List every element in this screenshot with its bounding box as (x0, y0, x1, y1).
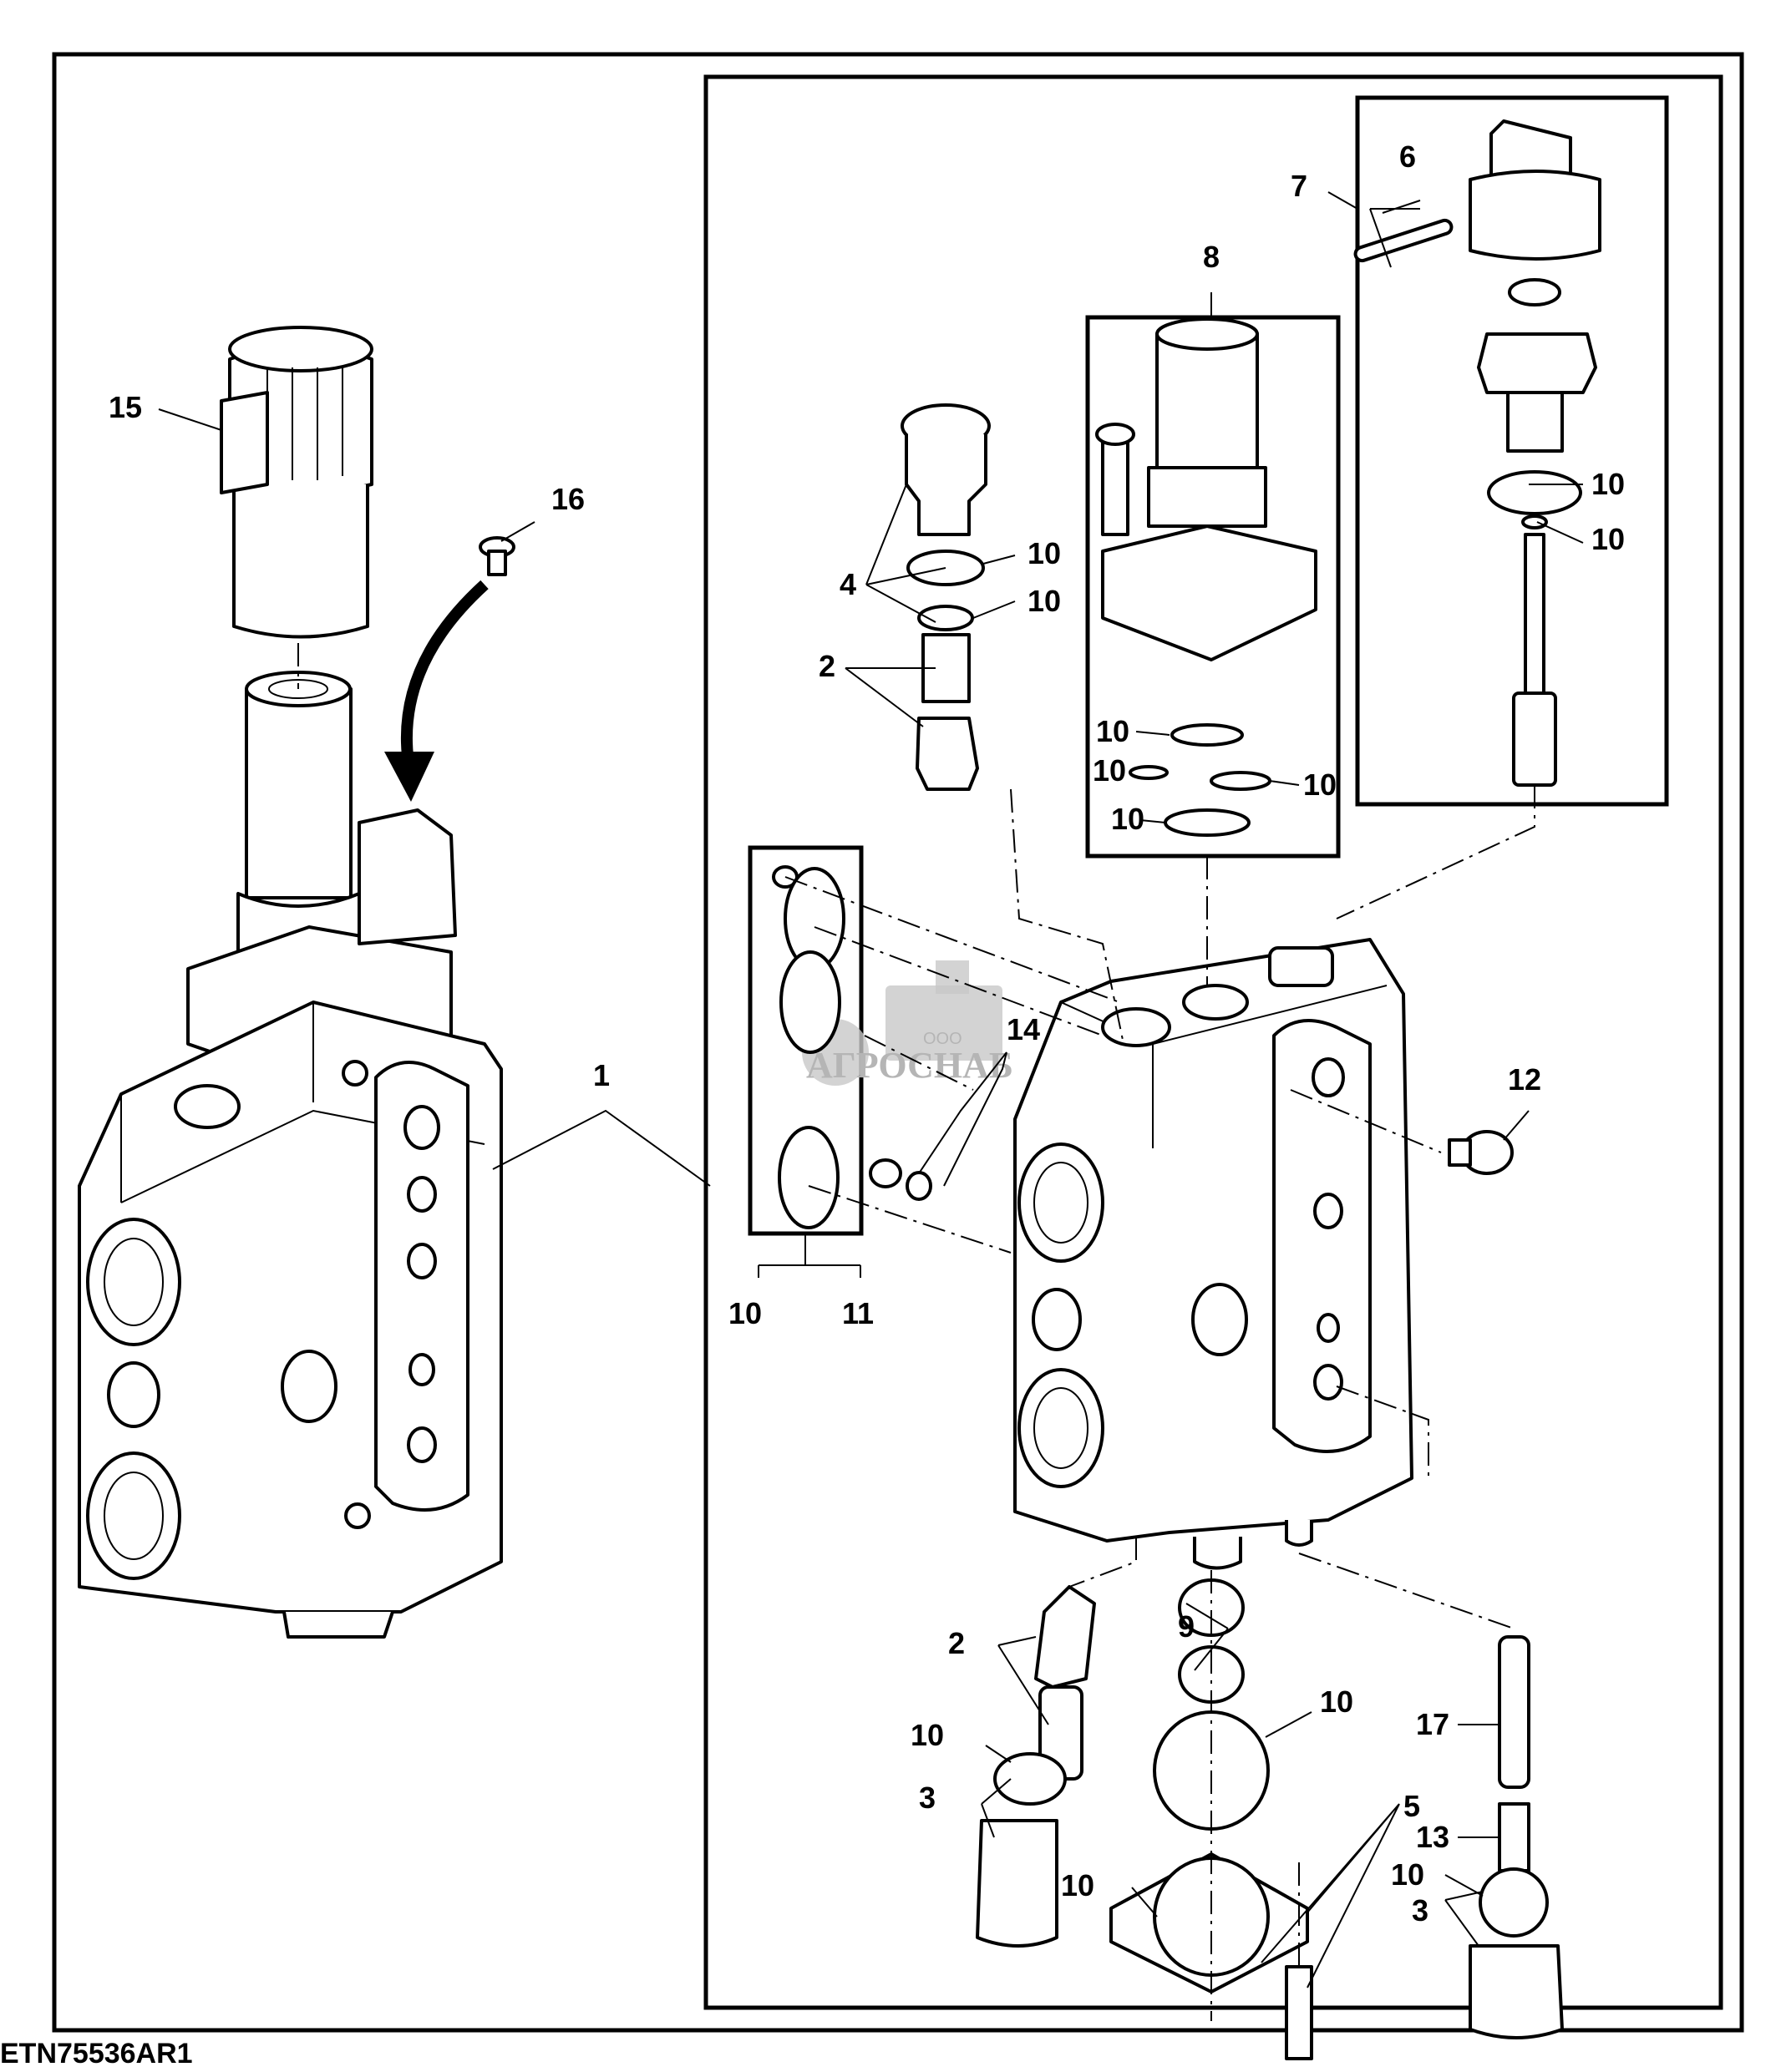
callout-10-part8-c: 10 (1303, 768, 1337, 802)
solenoid-cap-15 (220, 326, 373, 639)
callout-10-part7-b: 10 (1591, 522, 1625, 556)
install-arrow (400, 580, 489, 770)
callout-labels: 15 16 1 4 2 10 10 8 7 6 10 10 10 10 10 1… (109, 139, 1625, 1928)
callout-1: 1 (593, 1058, 610, 1092)
callout-10-part4-b: 10 (1028, 584, 1061, 618)
watermark-name: АГРОСНАБ (806, 1045, 1013, 1086)
callout-10-part4-a: 10 (1028, 536, 1061, 570)
callout-8: 8 (1203, 240, 1220, 274)
callout-10-part8-a: 10 (1096, 714, 1129, 748)
callout-17: 17 (1416, 1707, 1449, 1741)
callout-10-part8-d: 10 (1111, 802, 1144, 836)
callout-10-lower-c: 10 (1061, 1868, 1094, 1902)
watermark-prefix: ООО (923, 1030, 962, 1048)
callout-2-lower: 2 (948, 1626, 965, 1660)
callout-2-upper: 2 (819, 649, 835, 683)
callout-9: 9 (1178, 1609, 1195, 1644)
callout-13: 13 (1416, 1820, 1449, 1854)
callout-5: 5 (1403, 1789, 1420, 1823)
callout-6: 6 (1399, 139, 1416, 174)
callout-10-part7-a: 10 (1591, 467, 1625, 501)
inset-box-8 (1085, 315, 1341, 859)
callout-10-part8-b: 10 (1093, 753, 1126, 788)
exploded-valve-body (1013, 938, 1413, 1570)
callout-11-kit: 11 (842, 1296, 874, 1330)
inset-8-parts (1095, 317, 1317, 837)
figure-reference-code: ETN75536AR1 (0, 2038, 193, 2069)
seal-kit-rings (758, 865, 932, 1278)
watermark-logo: ООО АГРОСНАБ (802, 960, 1013, 1086)
callout-10-lower-b: 10 (911, 1718, 944, 1752)
plug-16 (479, 536, 515, 576)
callout-3-left: 3 (919, 1781, 936, 1815)
assembled-valve (78, 326, 515, 1639)
inset-box-7 (1355, 95, 1669, 807)
outer-frame (52, 52, 1744, 2033)
plug-12 (1448, 1130, 1514, 1175)
callout-12: 12 (1508, 1062, 1541, 1097)
callout-3-right: 3 (1412, 1893, 1428, 1928)
callout-16: 16 (551, 482, 585, 516)
detail-frame (703, 74, 1723, 2010)
lower-parts (976, 1578, 1564, 2060)
relief-valve-4-2 (901, 403, 991, 791)
callout-10-lower-a: 10 (1320, 1684, 1353, 1719)
leader-lines (158, 191, 1584, 1988)
callout-4: 4 (840, 567, 856, 601)
alignment-lines (297, 643, 1535, 2021)
callout-10-lower-d: 10 (1391, 1857, 1424, 1892)
callout-7: 7 (1291, 169, 1307, 203)
callout-10-kit: 10 (728, 1296, 762, 1330)
callout-14: 14 (1007, 1012, 1040, 1046)
callout-15: 15 (109, 390, 142, 424)
inset-7-parts (1353, 119, 1601, 787)
